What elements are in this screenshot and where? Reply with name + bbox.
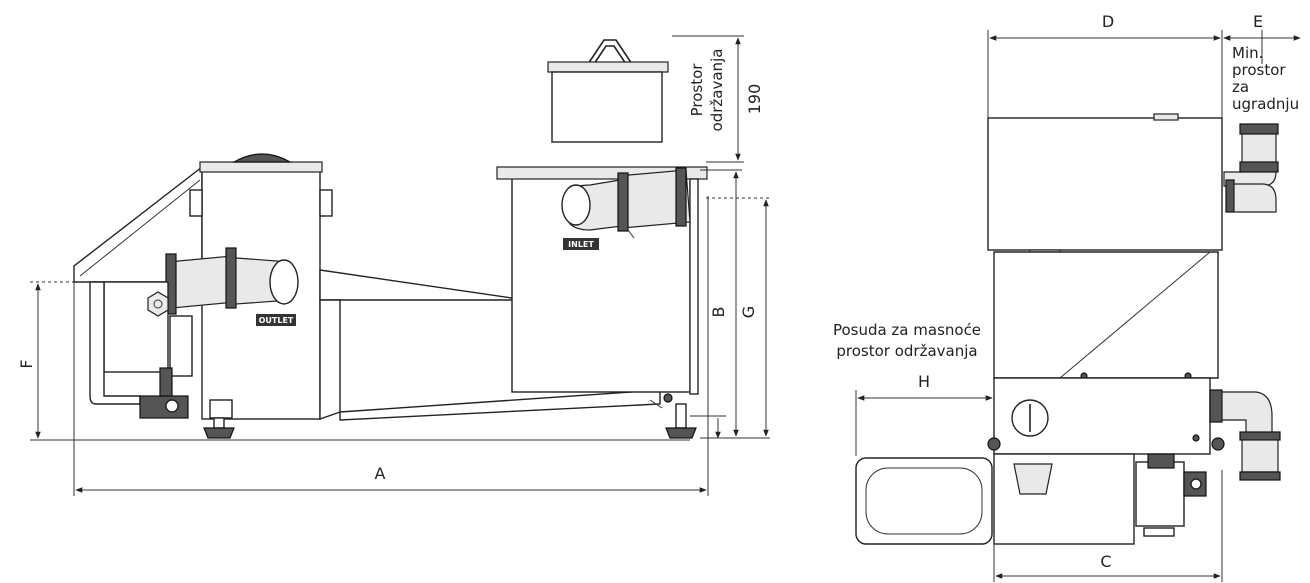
inlet-stamp-bg [563,238,599,250]
side-view: INLET OUTLET [17,35,770,496]
inlet-chamber [987,117,1223,251]
inlet-pipe [561,167,691,239]
dim-label-a: A [375,464,386,483]
pump-unit [1135,461,1185,527]
grease-container [855,457,993,545]
outlet-elbow [1209,389,1281,481]
dim-label-c: C [1100,552,1111,571]
outlet-stamp-bg [256,314,296,326]
inlet-elbow [1223,123,1279,213]
tank-bottom [319,299,341,420]
dim-label-g: G [739,306,758,318]
transition-section [993,251,1219,379]
dim-label-e: E [1253,12,1263,31]
dim-label-h: H [918,372,930,391]
lifted-basket [547,39,669,143]
min-space-label-2: prostor [1232,61,1286,79]
tank-lid-handle [231,153,293,163]
lower-box [993,453,1135,545]
maintenance-space-label-2: održavanja [708,49,726,132]
dim-label-190: 190 [745,84,764,115]
min-space-label-1: Min. [1232,44,1263,62]
min-space-label-3: za [1232,78,1249,96]
maintenance-space-label-1: Prostor [688,63,706,117]
adjustable-feet [203,393,697,439]
connecting-duct [319,269,513,301]
drain-valve [139,395,189,419]
outlet-pipe [165,247,299,315]
min-space-label-4: ugradnju [1232,95,1299,113]
dim-label-d: D [1102,12,1114,31]
top-view: D E Min. prostor za ugradnju [833,12,1301,582]
grease-container-label-1: Posuda za masnoće [833,321,981,339]
grease-container-label-2: prostor održavanja [836,342,977,360]
outlet-stamp: OUTLET [259,316,294,325]
dim-label-f: F [17,359,36,368]
inlet-stamp: INLET [568,240,594,249]
dim-label-b: B [709,307,728,318]
